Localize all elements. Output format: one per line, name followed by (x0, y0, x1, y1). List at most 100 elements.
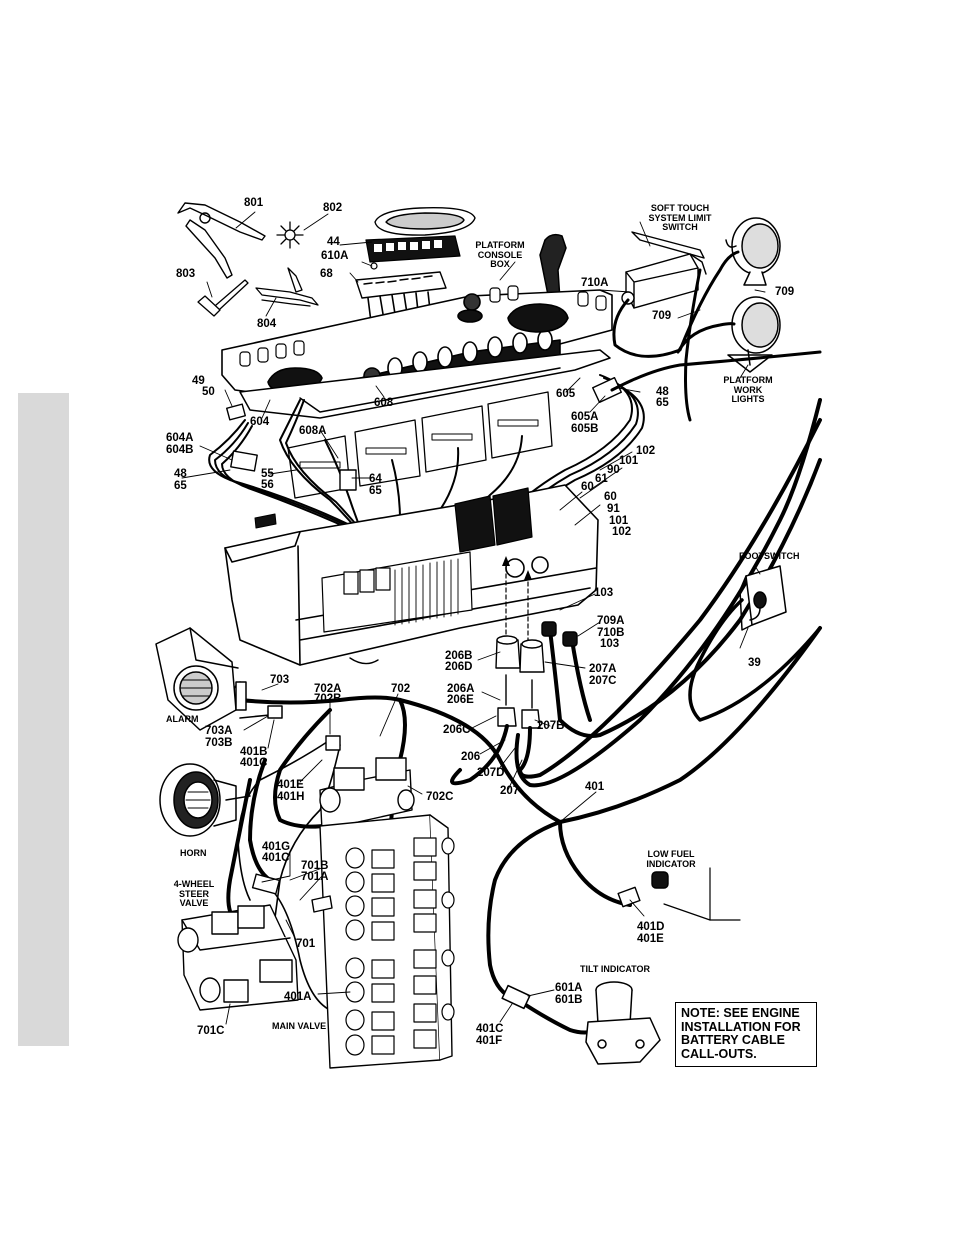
label-605a: 605A (571, 411, 599, 423)
steer-valve (177, 873, 299, 1011)
label-48-right: 48 (656, 386, 669, 398)
label-64: 64 (369, 473, 382, 485)
label-703b: 703B (205, 737, 233, 749)
label-702a: 702A (314, 683, 342, 695)
label-206c: 206C (443, 724, 471, 736)
label-102-top: 102 (636, 445, 656, 457)
crimp-tool-801 (177, 202, 266, 279)
label-horn: HORN (180, 848, 207, 858)
label-101-top: 101 (619, 455, 639, 467)
label-601b: 601B (555, 994, 583, 1006)
label-91: 91 (607, 503, 620, 515)
console-box-base (224, 484, 599, 666)
label-703: 703 (270, 674, 290, 686)
label-207b: 207B (537, 720, 565, 732)
work-light-wires (610, 250, 822, 422)
footswitch (688, 565, 822, 722)
valve-702 (319, 735, 415, 831)
label-703a: 703A (205, 725, 233, 737)
pin-tool-803 (197, 279, 249, 317)
label-401h: 401H (277, 791, 305, 803)
label-207c: 207C (589, 675, 617, 687)
label-61: 61 (595, 473, 608, 485)
label-401a: 401A (284, 991, 312, 1003)
label-401c-b: 401C (262, 852, 290, 864)
work-light-lower (727, 296, 781, 373)
label-701c: 701C (197, 1025, 225, 1037)
work-light-upper (725, 217, 781, 286)
label-605b: 605B (571, 423, 599, 435)
label-main-valve: MAIN VALVE (272, 1021, 327, 1031)
note-line-1: NOTE: SEE ENGINE (681, 1006, 800, 1020)
label-48-left: 48 (174, 468, 187, 480)
spider-tool-802 (276, 221, 304, 249)
note-box: NOTE: SEE ENGINE INSTALLATION FOR BATTER… (675, 1002, 817, 1067)
label-60-b: 60 (604, 491, 617, 503)
label-tilt-indicator: TILT INDICATOR (580, 964, 650, 974)
connectors-103-709a (541, 621, 578, 647)
label-702c: 702C (426, 791, 454, 803)
label-49: 49 (192, 375, 205, 387)
label-608a: 608A (299, 425, 327, 437)
label-605: 605 (556, 388, 576, 400)
lens-cover (374, 207, 476, 236)
label-39: 39 (748, 657, 761, 669)
label-206a: 206A (447, 683, 475, 695)
label-55: 55 (261, 468, 274, 480)
alarm (155, 627, 283, 731)
label-207: 207 (500, 785, 520, 797)
label-102-b: 102 (612, 526, 632, 538)
label-701a: 701A (301, 871, 329, 883)
label-401e: 401E (277, 779, 304, 791)
label-alarm: ALARM (166, 714, 199, 724)
label-44: 44 (327, 236, 340, 248)
label-702b: 702B (314, 693, 342, 705)
label-68: 68 (320, 268, 333, 280)
connectors-206-207 (495, 635, 545, 729)
side-tab (18, 393, 69, 1046)
label-710a: 710A (581, 277, 609, 289)
label-608: 608 (374, 397, 394, 409)
label-207a: 207A (589, 663, 617, 675)
label-65-right: 65 (656, 397, 669, 409)
label-702: 702 (391, 683, 411, 695)
leader-lines (181, 211, 766, 1025)
label-401f: 401F (476, 1035, 503, 1047)
label-206e: 206E (447, 694, 474, 706)
label-801: 801 (244, 197, 264, 209)
label-601a: 601A (555, 982, 583, 994)
label-401d: 401D (637, 921, 665, 933)
low-fuel-indicator (617, 867, 741, 921)
tilt-indicator (501, 981, 661, 1065)
label-401b: 401B (240, 746, 268, 758)
note-line-4: CALL-OUTS. (681, 1046, 757, 1061)
label-206b: 206B (445, 650, 473, 662)
label-65-mid: 65 (369, 485, 382, 497)
label-604: 604 (250, 416, 270, 428)
label-701b: 701B (301, 860, 329, 872)
label-101-b: 101 (609, 515, 629, 527)
label-401c-a: 401C (240, 757, 268, 769)
label-207d: 207D (477, 767, 505, 779)
label-610a: 610A (321, 250, 349, 262)
label-90: 90 (607, 464, 620, 476)
label-401e-b: 401E (637, 933, 664, 945)
label-103-a: 103 (594, 587, 614, 599)
label-401c-c: 401C (476, 1023, 504, 1035)
label-65-left: 65 (174, 480, 187, 492)
decal-panel (365, 235, 461, 263)
pendant-cables (450, 398, 822, 788)
assembly-dashed-lines (505, 559, 529, 641)
label-401: 401 (585, 781, 605, 793)
label-206d: 206D (445, 661, 473, 673)
label-401g: 401G (262, 841, 291, 853)
label-50: 50 (202, 386, 215, 398)
label-206: 206 (461, 751, 481, 763)
label-604b: 604B (166, 444, 194, 456)
label-710b: 710B (597, 627, 625, 639)
label-709-mid: 709 (652, 310, 672, 322)
